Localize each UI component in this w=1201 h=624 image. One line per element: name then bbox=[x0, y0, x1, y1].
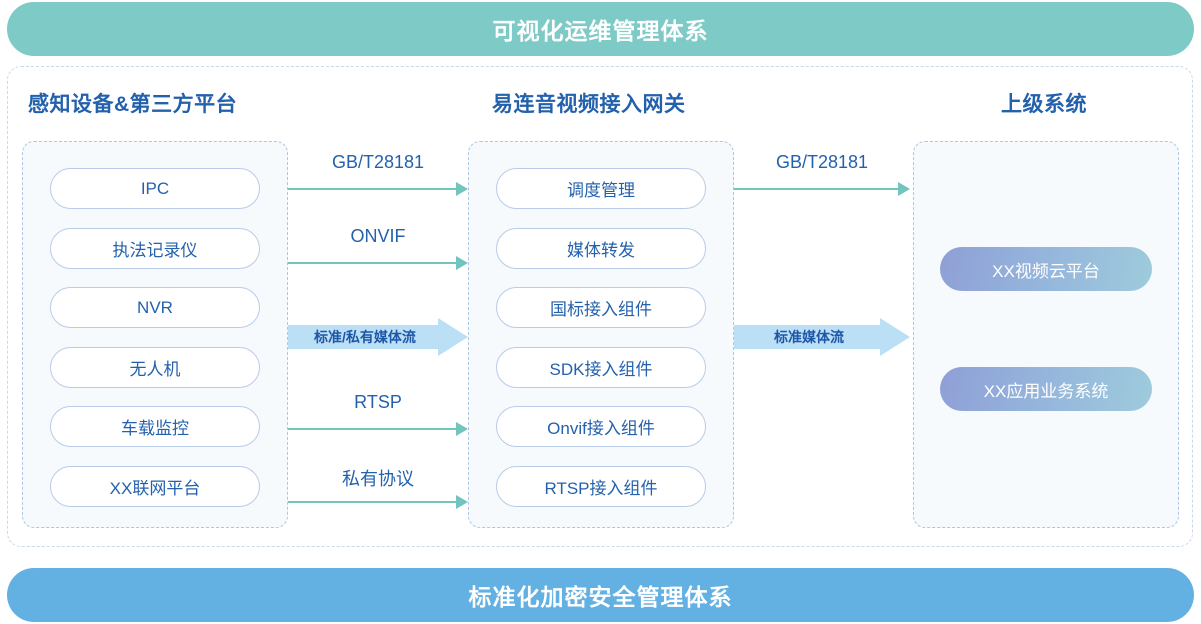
column-title-middle: 易连音视频接入网关 bbox=[492, 93, 686, 116]
connector-label-standard-media: 标准媒体流 bbox=[774, 329, 844, 345]
column-title-left: 感知设备&第三方平台 bbox=[28, 93, 238, 116]
list-item[interactable]: 国标接入组件 bbox=[496, 287, 706, 328]
arrow-head-icon bbox=[456, 422, 468, 436]
connector-arrow-gbt28181-right bbox=[734, 179, 910, 199]
arrow-shaft bbox=[734, 188, 899, 191]
connector-arrow-gbt28181-left bbox=[288, 179, 468, 199]
arrow-head-icon bbox=[456, 182, 468, 196]
arrow-shaft bbox=[288, 501, 457, 504]
top-banner-label: 可视化运维管理体系 bbox=[492, 18, 709, 44]
connector-block-arrow-standard-private-media: 标准/私有媒体流 bbox=[288, 318, 468, 356]
list-item[interactable]: NVR bbox=[50, 287, 260, 328]
arrow-head-icon bbox=[880, 318, 910, 356]
bottom-banner-label: 标准化加密安全管理体系 bbox=[468, 584, 733, 610]
bottom-banner: 标准化加密安全管理体系 bbox=[7, 568, 1194, 622]
column-box-left: IPC 执法记录仪 NVR 无人机 车载监控 XX联网平台 bbox=[22, 141, 288, 528]
arrow-shaft bbox=[288, 262, 457, 265]
arrow-head-icon bbox=[456, 495, 468, 509]
diagram-outer-frame bbox=[7, 66, 1193, 547]
list-item[interactable]: 媒体转发 bbox=[496, 228, 706, 269]
list-item[interactable]: 车载监控 bbox=[50, 406, 260, 447]
list-item[interactable]: RTSP接入组件 bbox=[496, 466, 706, 507]
connector-block-arrow-standard-media: 标准媒体流 bbox=[734, 318, 910, 356]
connector-label-onvif: ONVIF bbox=[350, 226, 406, 246]
list-item[interactable]: 执法记录仪 bbox=[50, 228, 260, 269]
arrow-body bbox=[734, 325, 880, 349]
arrow-body bbox=[288, 325, 438, 349]
list-item[interactable]: 无人机 bbox=[50, 347, 260, 388]
list-item[interactable]: XX应用业务系统 bbox=[940, 367, 1152, 411]
column-box-right: XX视频云平台 XX应用业务系统 bbox=[913, 141, 1179, 528]
list-item[interactable]: XX联网平台 bbox=[50, 466, 260, 507]
arrow-head-icon bbox=[898, 182, 910, 196]
column-title-right: 上级系统 bbox=[1001, 93, 1087, 116]
arrow-head-icon bbox=[456, 256, 468, 270]
connector-arrow-rtsp bbox=[288, 419, 468, 439]
list-item[interactable]: IPC bbox=[50, 168, 260, 209]
connector-label-private-protocol: 私有协议 bbox=[342, 469, 414, 489]
arrow-head-icon bbox=[438, 318, 468, 356]
top-banner: 可视化运维管理体系 bbox=[7, 2, 1194, 56]
connector-label-gbt28181-left: GB/T28181 bbox=[331, 152, 425, 172]
connector-label-rtsp: RTSP bbox=[354, 392, 402, 412]
list-item[interactable]: XX视频云平台 bbox=[940, 247, 1152, 291]
connector-label-standard-private-media: 标准/私有媒体流 bbox=[314, 329, 416, 345]
arrow-shaft bbox=[288, 188, 457, 191]
connector-arrow-private-protocol bbox=[288, 492, 468, 512]
column-box-middle: 调度管理 媒体转发 国标接入组件 SDK接入组件 Onvif接入组件 RTSP接… bbox=[468, 141, 734, 528]
connector-arrow-onvif bbox=[288, 253, 468, 273]
arrow-shaft bbox=[288, 428, 457, 431]
connector-label-gbt28181-right: GB/T28181 bbox=[775, 152, 869, 172]
list-item[interactable]: Onvif接入组件 bbox=[496, 406, 706, 447]
list-item[interactable]: SDK接入组件 bbox=[496, 347, 706, 388]
list-item[interactable]: 调度管理 bbox=[496, 168, 706, 209]
